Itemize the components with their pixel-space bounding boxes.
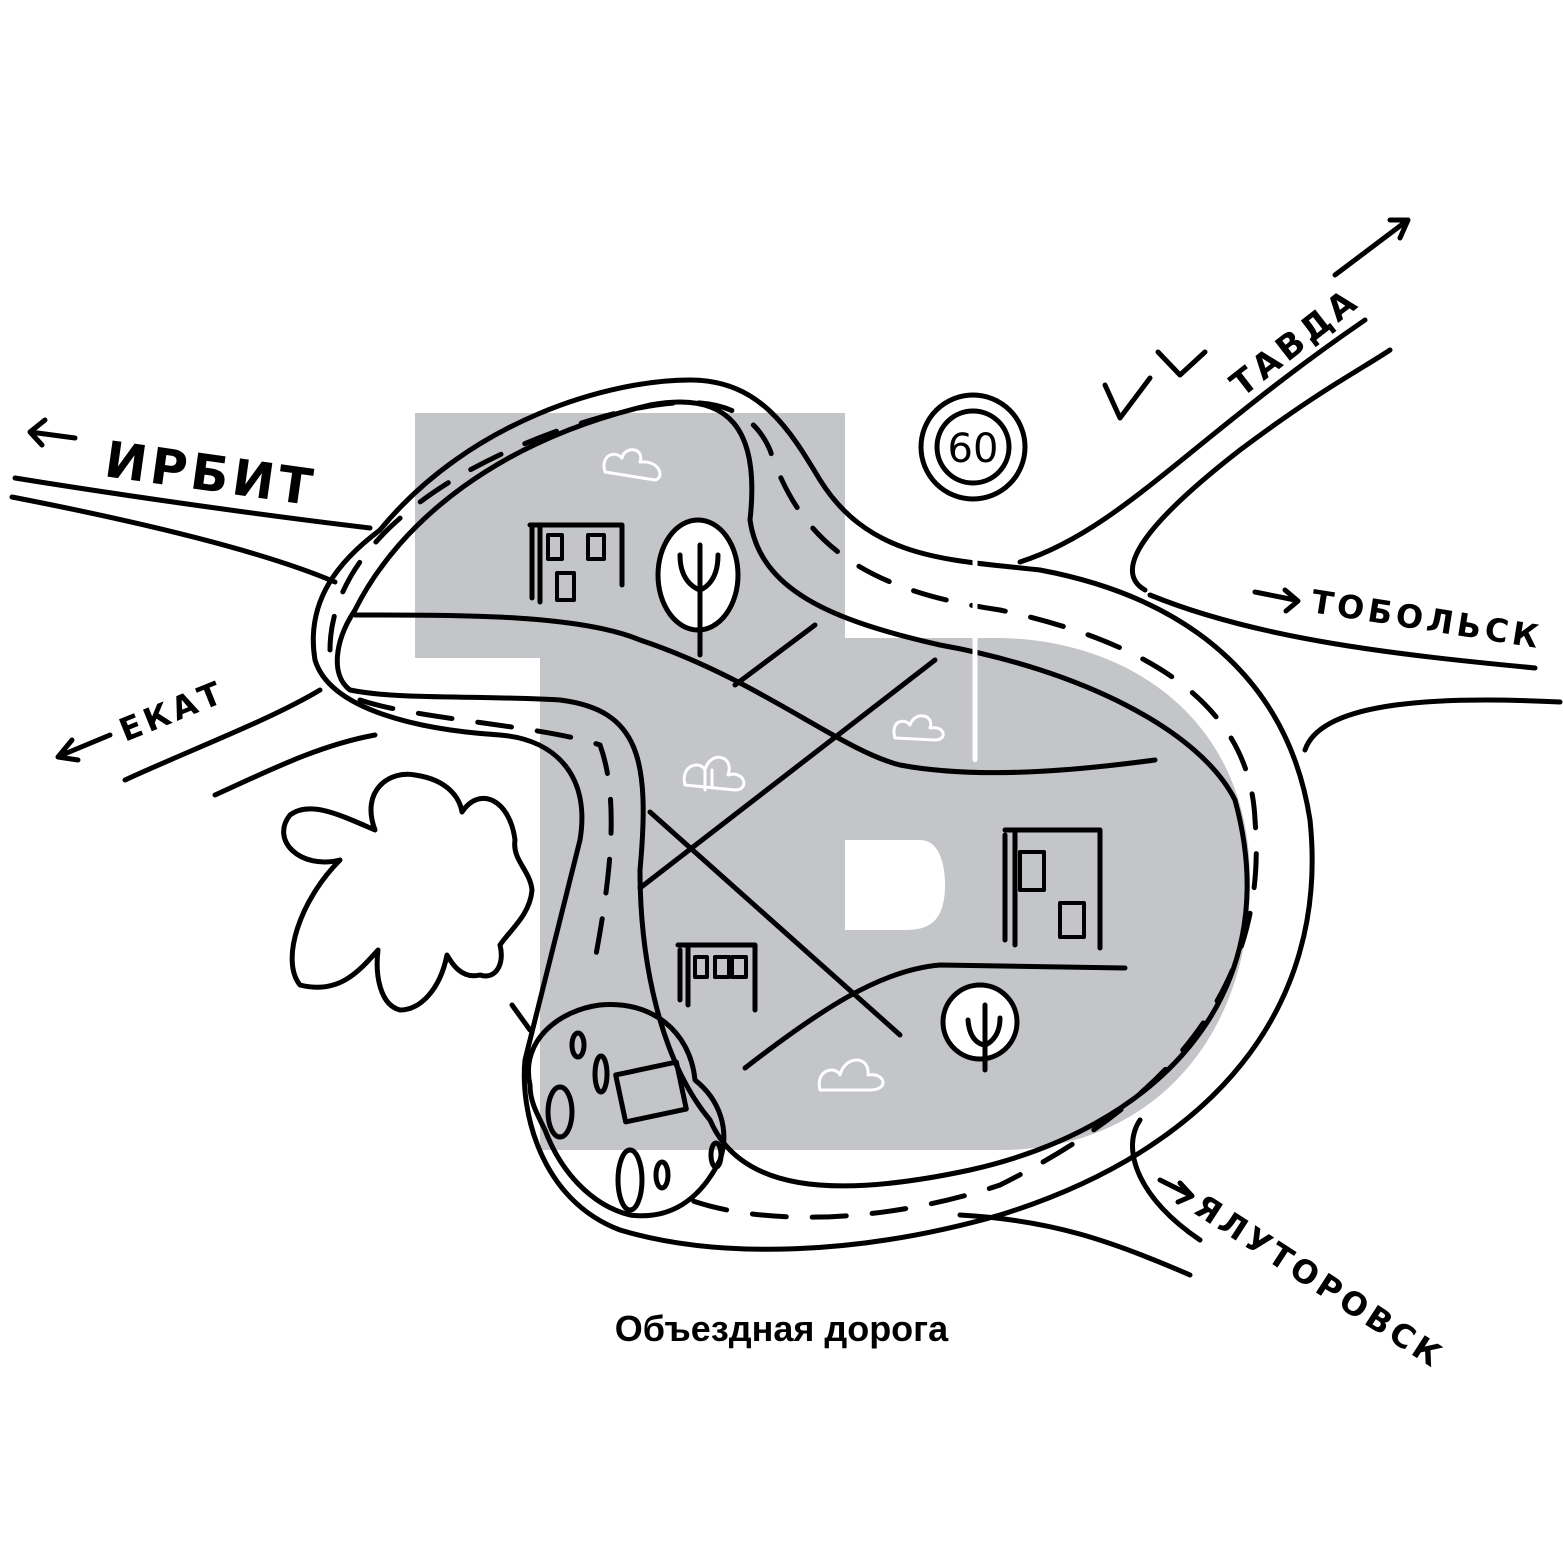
inner-streets xyxy=(352,497,1158,1071)
speed-limit-value: 60 xyxy=(948,426,999,472)
cloud-icon xyxy=(281,771,535,1013)
map-caption: Объездная дорога xyxy=(614,1308,949,1349)
arrow-icon xyxy=(1332,217,1411,278)
destination-label-tavda: ТАВДА xyxy=(1223,280,1367,405)
building-icon xyxy=(1002,827,1103,951)
bush-icon xyxy=(892,714,945,742)
tree-icon xyxy=(940,982,1020,1073)
arrow-icon xyxy=(27,417,78,448)
arrow-icon xyxy=(1157,1177,1195,1205)
outgoing-roads xyxy=(9,317,1563,1278)
tree-icon xyxy=(655,517,741,658)
bush-icon xyxy=(682,755,746,792)
ring-road xyxy=(310,377,1315,1252)
arrow-icon xyxy=(1252,587,1301,614)
car-icon xyxy=(509,1001,727,1219)
building-icon xyxy=(527,522,625,605)
bird-icon xyxy=(1102,349,1208,421)
logo-letter-b xyxy=(845,840,945,930)
destination-label-irbit: ИРБИТ xyxy=(101,430,320,517)
arrow-icon xyxy=(55,732,113,763)
speed-limit-sign: 60 xyxy=(918,392,1028,502)
bush-icon xyxy=(817,1058,885,1092)
bush-icon xyxy=(602,448,662,482)
building-icon xyxy=(675,942,758,1013)
destination-label-ekat: ЕКАТ xyxy=(114,673,231,750)
